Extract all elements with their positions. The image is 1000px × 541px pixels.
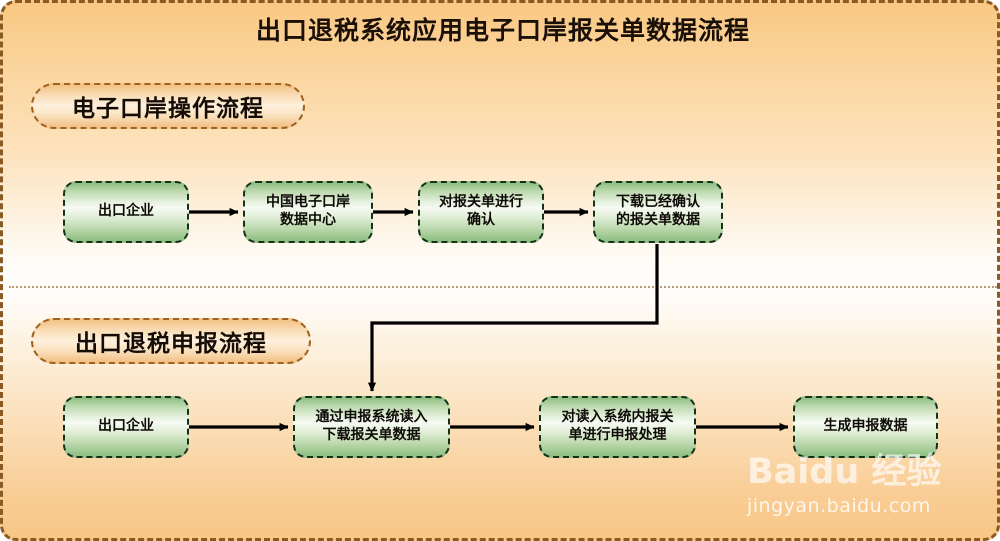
flow-node-line: 对读入系统内报关	[561, 409, 674, 426]
connector-download-to-import	[367, 244, 659, 392]
flow-node-download-confirmed-data: 下载已经确认 的报关单数据	[593, 181, 723, 243]
flow-node-line: 中国电子口岸	[266, 194, 350, 211]
flow-node-line: 出口企业	[98, 418, 154, 435]
section-divider	[9, 286, 997, 288]
flow-node-line: 对报关单进行	[439, 194, 523, 211]
section-header-tax-refund-declaration: 出口退税申报流程	[31, 318, 311, 364]
watermark: Baidu 经验 jingyan.baidu.com	[747, 455, 987, 527]
flow-node-line: 出口企业	[98, 203, 154, 220]
section-header-label: 出口退税申报流程	[75, 330, 267, 357]
watermark-logo: Baidu 经验	[747, 452, 942, 492]
flow-node-line: 的报关单数据	[616, 212, 700, 228]
flow-node-line: 下载报关单数据	[322, 427, 421, 443]
flow-node-line: 数据中心	[280, 212, 336, 228]
flow-node-line: 通过申报系统读入	[315, 409, 428, 426]
flow-node-line: 生成申报数据	[823, 418, 908, 435]
page-title: 出口退税系统应用电子口岸报关单数据流程	[255, 16, 750, 45]
flow-node-process-declaration: 对读入系统内报关 单进行申报处理	[539, 396, 696, 458]
watermark-url: jingyan.baidu.com	[747, 495, 931, 517]
flow-node-import-downloaded-data: 通过申报系统读入 下载报关单数据	[293, 396, 450, 458]
flow-node-china-eport-data-center: 中国电子口岸 数据中心	[243, 181, 373, 243]
flow-node-export-enterprise-2: 出口企业	[63, 396, 189, 458]
flow-node-generate-declaration-data: 生成申报数据	[793, 396, 938, 458]
flow-node-line: 单进行申报处理	[568, 427, 667, 443]
flow-node-line: 确认	[467, 212, 495, 228]
section-header-electronic-port: 电子口岸操作流程	[31, 83, 305, 129]
flow-node-line: 下载已经确认	[616, 194, 700, 211]
section-header-label: 电子口岸操作流程	[72, 95, 264, 122]
flow-node-export-enterprise-1: 出口企业	[63, 181, 189, 243]
flow-node-confirm-declaration: 对报关单进行 确认	[418, 181, 544, 243]
